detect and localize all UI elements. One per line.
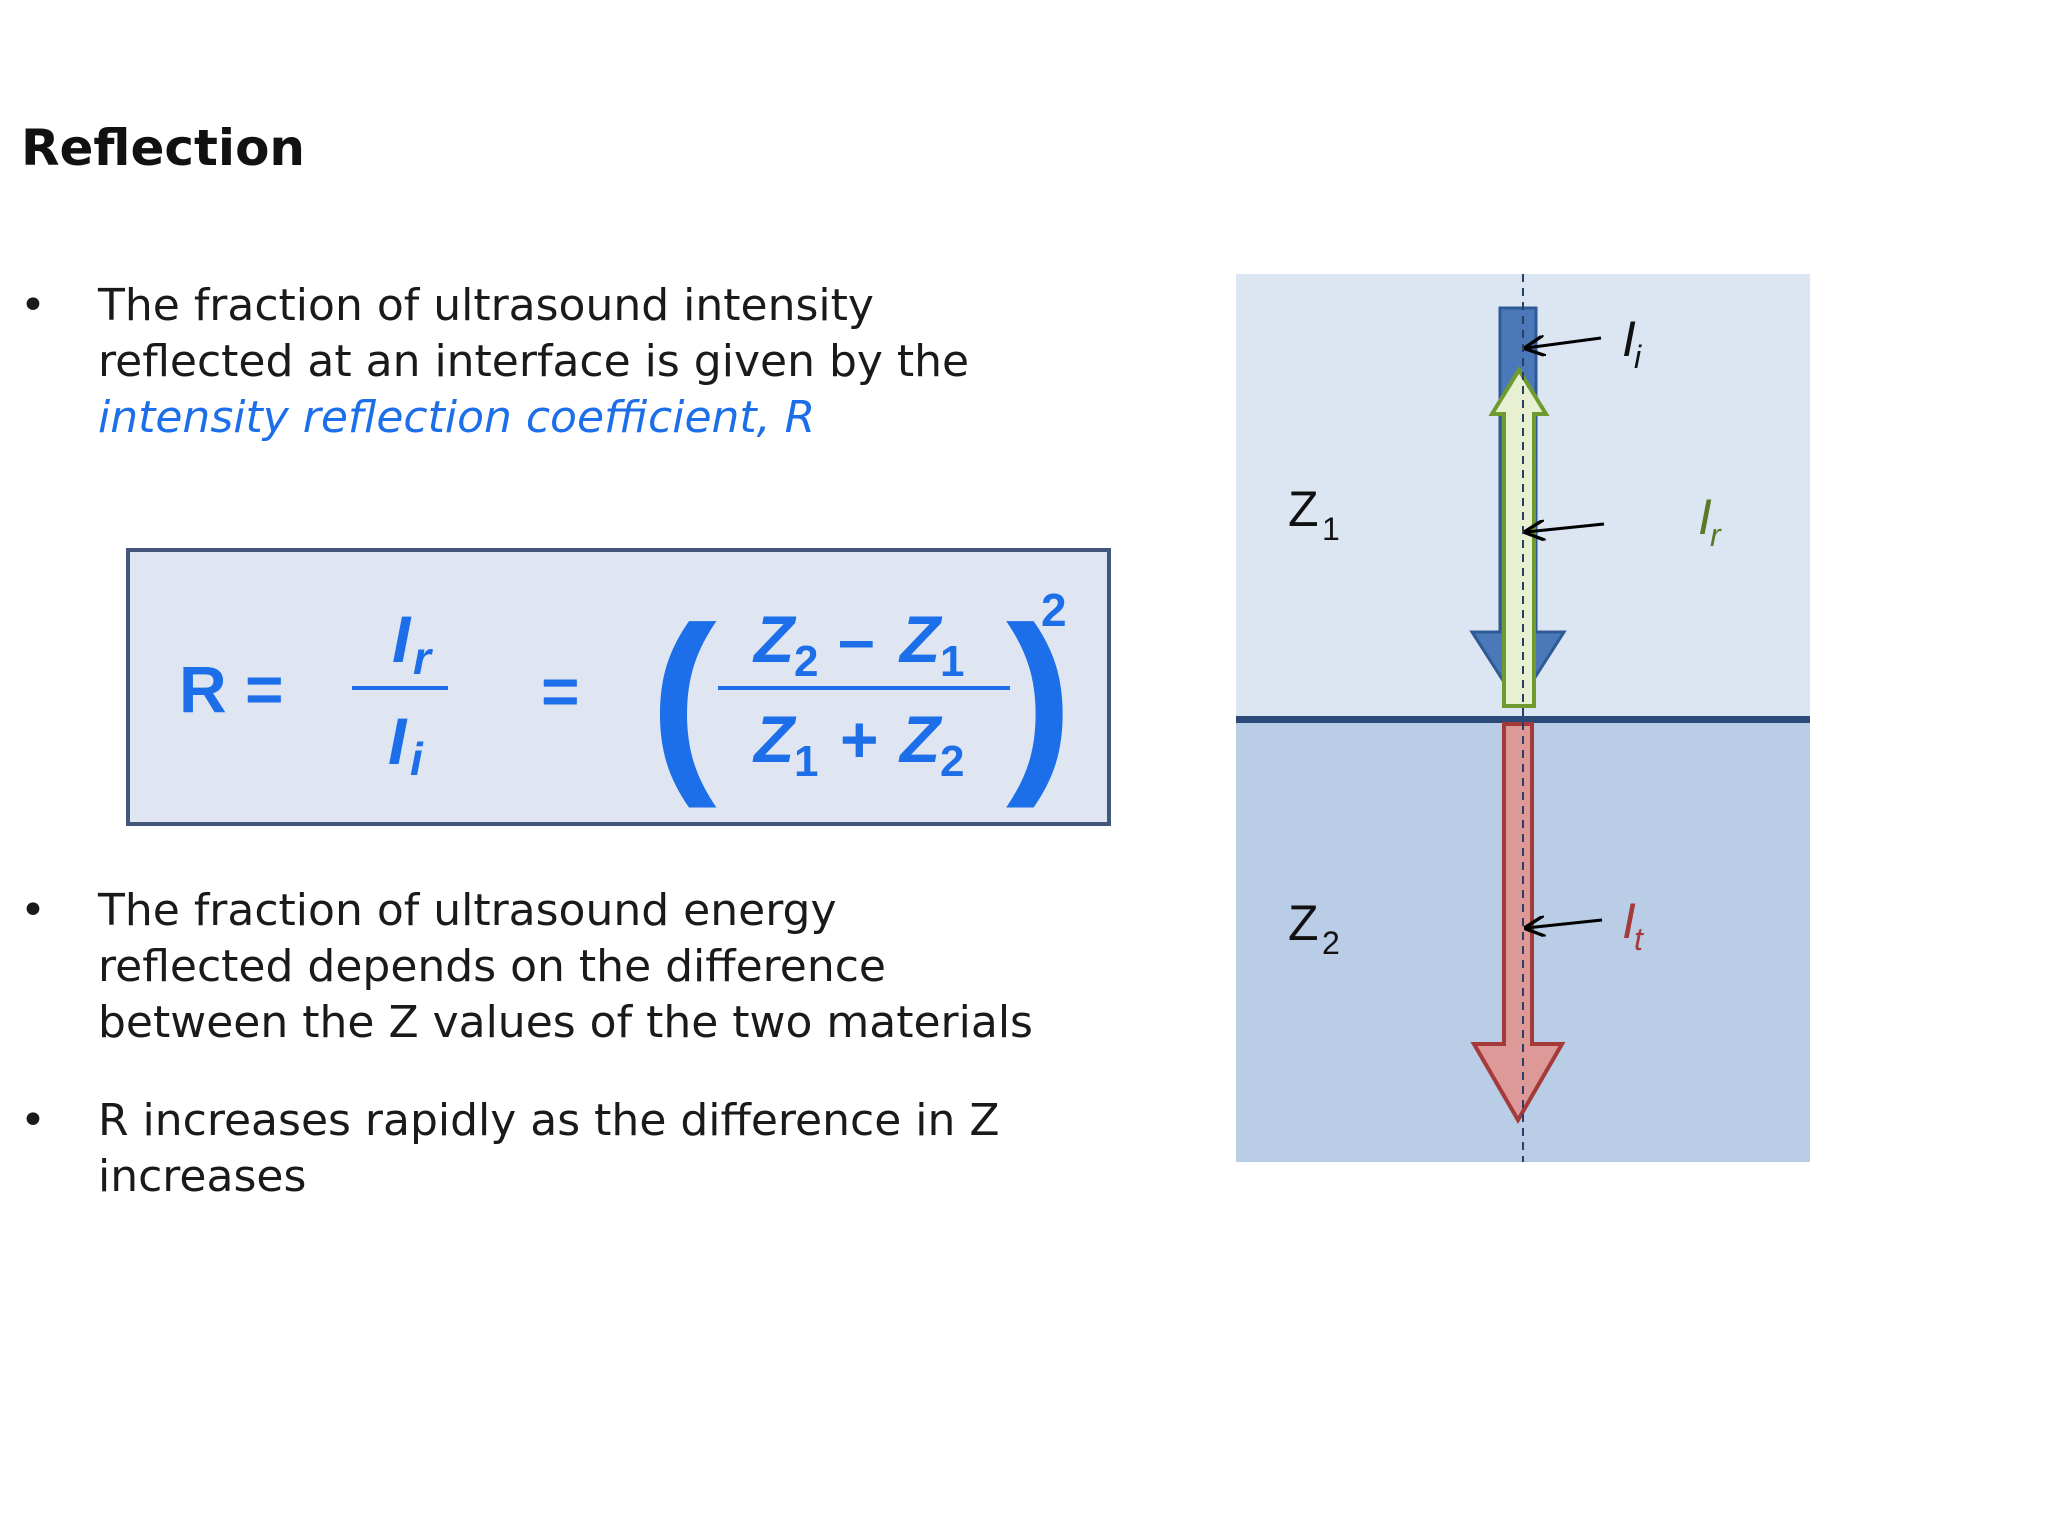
interface-diagram-svg: Z 1 Z 2 I i I r I t [1236,274,1810,1162]
formula-frac-num-b-sub: 1 [940,637,964,686]
bullet-marker: • [20,280,46,331]
medium-2-label-sub: 2 [1322,925,1340,961]
medium-2-label: Z [1288,895,1319,951]
bullet-line: increases [98,1151,307,1202]
reflected-pointer-arrow [1526,524,1605,532]
transmitted-intensity-sub: t [1634,921,1644,957]
formula-frac-den-a-sub: 1 [794,737,818,786]
formula-box: R = I r I i = ( Z 2 – Z 1 Z 1 + Z 2 ) 2 [126,548,1111,826]
bullet-line: between the Z values of the two material… [98,997,1033,1048]
reflected-intensity-sub: r [1710,517,1722,553]
formula-numerator-base: I [392,602,412,676]
bullet-item: • The fraction of ultrasound intensity r… [20,278,980,448]
formula-frac-den-b: Z [898,702,943,776]
formula-frac-num-a-sub: 2 [794,637,818,686]
reflection-coefficient-formula: R = I r I i = ( Z 2 – Z 1 Z 1 + Z 2 ) 2 [179,584,1073,809]
formula-frac-den-a: Z [752,702,797,776]
formula-frac-num-b: Z [898,602,943,676]
formula-paren-open: ( [650,586,717,809]
bullet-item: • R increases rapidly as the difference … [20,1093,1020,1213]
interface-diagram: Z 1 Z 2 I i I r I t [1236,274,1810,1162]
bullet-line: The fraction of ultrasound intensity [98,280,874,331]
bullet-text: The fraction of ultrasound intensity ref… [98,278,969,446]
medium-1-label: Z [1288,481,1319,537]
transmitted-arrow [1470,722,1566,1124]
formula-numerator-sub: r [413,632,433,684]
transmitted-pointer-arrow [1526,920,1603,928]
formula-main-fraction-bar [718,686,1010,690]
reflected-arrow [1488,366,1550,708]
term-intensity-reflection-coefficient: intensity reflection coefficient, R [98,392,816,443]
incident-pointer-arrow [1526,338,1602,348]
incident-intensity-label: I [1622,311,1636,367]
formula-denominator-sub: i [410,733,424,785]
formula-lhs: R = [179,652,284,726]
interface-line [1236,716,1810,723]
bullet-line: R increases rapidly as the difference in… [98,1095,1000,1146]
bullet-line: reflected at an interface is given by th… [98,336,970,387]
formula-equals: = [541,654,580,728]
bullet-text: R increases rapidly as the difference in… [98,1093,999,1205]
formula-exponent: 2 [1041,584,1067,636]
bullet-marker: • [20,1095,46,1146]
bullet-line: The fraction of ultrasound energy [98,885,837,936]
transmitted-intensity-label: I [1622,893,1636,949]
bullet-text: The fraction of ultrasound energy reflec… [98,883,1033,1051]
formula-frac-den-b-sub: 2 [940,737,964,786]
medium-1-label-sub: 1 [1322,511,1340,547]
formula-frac-num-op: – [838,602,875,676]
reflected-intensity-label: I [1698,489,1712,545]
formula-paren-close: ) [1006,586,1073,809]
formula-fraction-bar [352,686,448,690]
incident-intensity-sub: i [1634,339,1642,375]
bullet-item: • The fraction of ultrasound energy refl… [20,883,1033,1053]
formula-denominator-base: I [388,704,408,778]
bullet-marker: • [20,885,46,936]
formula-frac-den-op: + [840,702,879,776]
formula-frac-num-a: Z [752,602,797,676]
slide-title: Reflection [21,119,306,177]
bullet-line: reflected depends on the difference [98,941,887,992]
